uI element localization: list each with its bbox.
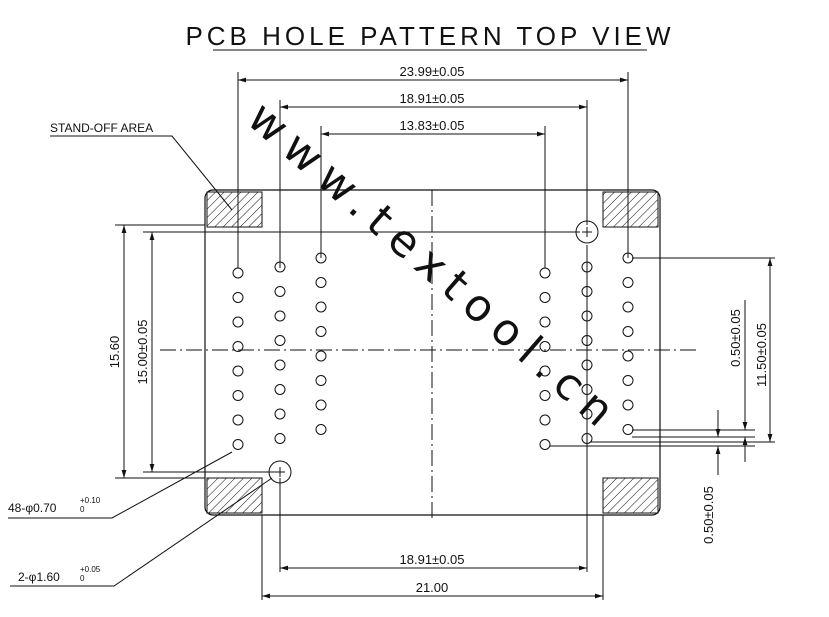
small-hole <box>232 316 244 328</box>
holes-48-leader <box>8 451 233 519</box>
small-hole <box>274 261 286 273</box>
holes-48-label: 48-φ0.70 <box>8 501 57 515</box>
small-hole <box>622 399 634 411</box>
small-hole <box>315 424 327 435</box>
small-hole <box>274 359 286 371</box>
small-hole <box>315 277 327 288</box>
small-hole <box>539 365 551 377</box>
small-hole <box>622 424 634 435</box>
small-hole <box>622 252 634 264</box>
small-hole <box>539 316 551 328</box>
small-hole <box>315 350 327 362</box>
small-hole <box>622 326 634 337</box>
small-hole <box>315 301 327 313</box>
small-hole <box>539 292 551 303</box>
small-hole <box>581 335 593 346</box>
small-hole <box>622 277 634 288</box>
dim-bottom-mid: 18.91±0.05 <box>400 552 465 567</box>
standoff-area-label: STAND-OFF AREA <box>50 121 153 135</box>
holes-2-leader <box>10 477 273 587</box>
dim-right-pitch: 0.50±0.05 <box>728 309 743 367</box>
small-hole <box>315 399 327 411</box>
watermark-text: www.textool.cn <box>238 92 631 443</box>
small-hole <box>315 375 327 386</box>
small-hole <box>315 326 327 337</box>
standoff-area-top-right <box>602 191 659 228</box>
small-hole <box>274 335 286 346</box>
small-hole <box>232 414 244 426</box>
center-lines <box>160 189 700 520</box>
small-hole <box>581 408 593 420</box>
holes-48-tol-top: +0.10 <box>80 496 101 505</box>
dim-left-inner: 15.00±0.05 <box>135 320 150 385</box>
small-hole <box>539 390 551 401</box>
standoff-area-bottom-left <box>206 477 263 514</box>
small-hole <box>581 261 593 273</box>
holes-2-tol-bottom: 0 <box>80 574 85 583</box>
small-hole <box>581 433 593 444</box>
standoff-area-top-left <box>206 191 263 228</box>
dim-top-mid: 18.91±0.05 <box>400 91 465 106</box>
standoff-area-bottom-right <box>602 477 659 514</box>
dimension-lines <box>121 77 773 599</box>
small-hole <box>581 310 593 322</box>
small-hole <box>232 267 244 279</box>
dim-top-outer: 23.99±0.05 <box>400 64 465 79</box>
extension-lines <box>115 72 775 600</box>
small-hole <box>274 286 286 297</box>
dim-right-span: 11.50±0.05 <box>754 323 769 387</box>
small-hole <box>232 365 244 377</box>
holes-48-tol-bottom: 0 <box>80 505 85 514</box>
holes-2-label: 2-φ1.60 <box>18 570 60 584</box>
small-hole <box>274 408 286 420</box>
locating-hole-bottom-left <box>268 460 292 484</box>
small-hole <box>581 359 593 371</box>
small-hole <box>232 390 244 401</box>
small-hole <box>581 384 593 395</box>
locating-hole-top-right <box>575 220 599 244</box>
small-hole <box>581 286 593 297</box>
dim-top-inner: 13.83±0.05 <box>400 118 465 133</box>
holes-2-tol-top: +0.05 <box>80 565 101 574</box>
dim-bottom-outer: 21.00 <box>416 580 449 595</box>
small-hole <box>539 414 551 426</box>
small-hole <box>232 341 244 352</box>
small-hole <box>274 433 286 444</box>
small-hole <box>274 384 286 395</box>
small-hole <box>539 341 551 352</box>
small-hole <box>539 439 551 450</box>
small-hole <box>274 310 286 322</box>
standoff-leader <box>50 135 233 211</box>
small-hole <box>622 350 634 362</box>
small-hole <box>539 267 551 279</box>
small-hole <box>622 375 634 386</box>
small-hole-group <box>232 252 634 450</box>
dim-bottom-right-pitch: 0.50±0.05 <box>701 486 716 544</box>
small-hole <box>232 439 244 450</box>
small-hole <box>232 292 244 303</box>
small-hole <box>622 301 634 313</box>
dim-left-outer: 15.60 <box>107 336 122 369</box>
small-hole <box>315 252 327 264</box>
drawing-title: PCB HOLE PATTERN TOP VIEW <box>185 21 674 51</box>
